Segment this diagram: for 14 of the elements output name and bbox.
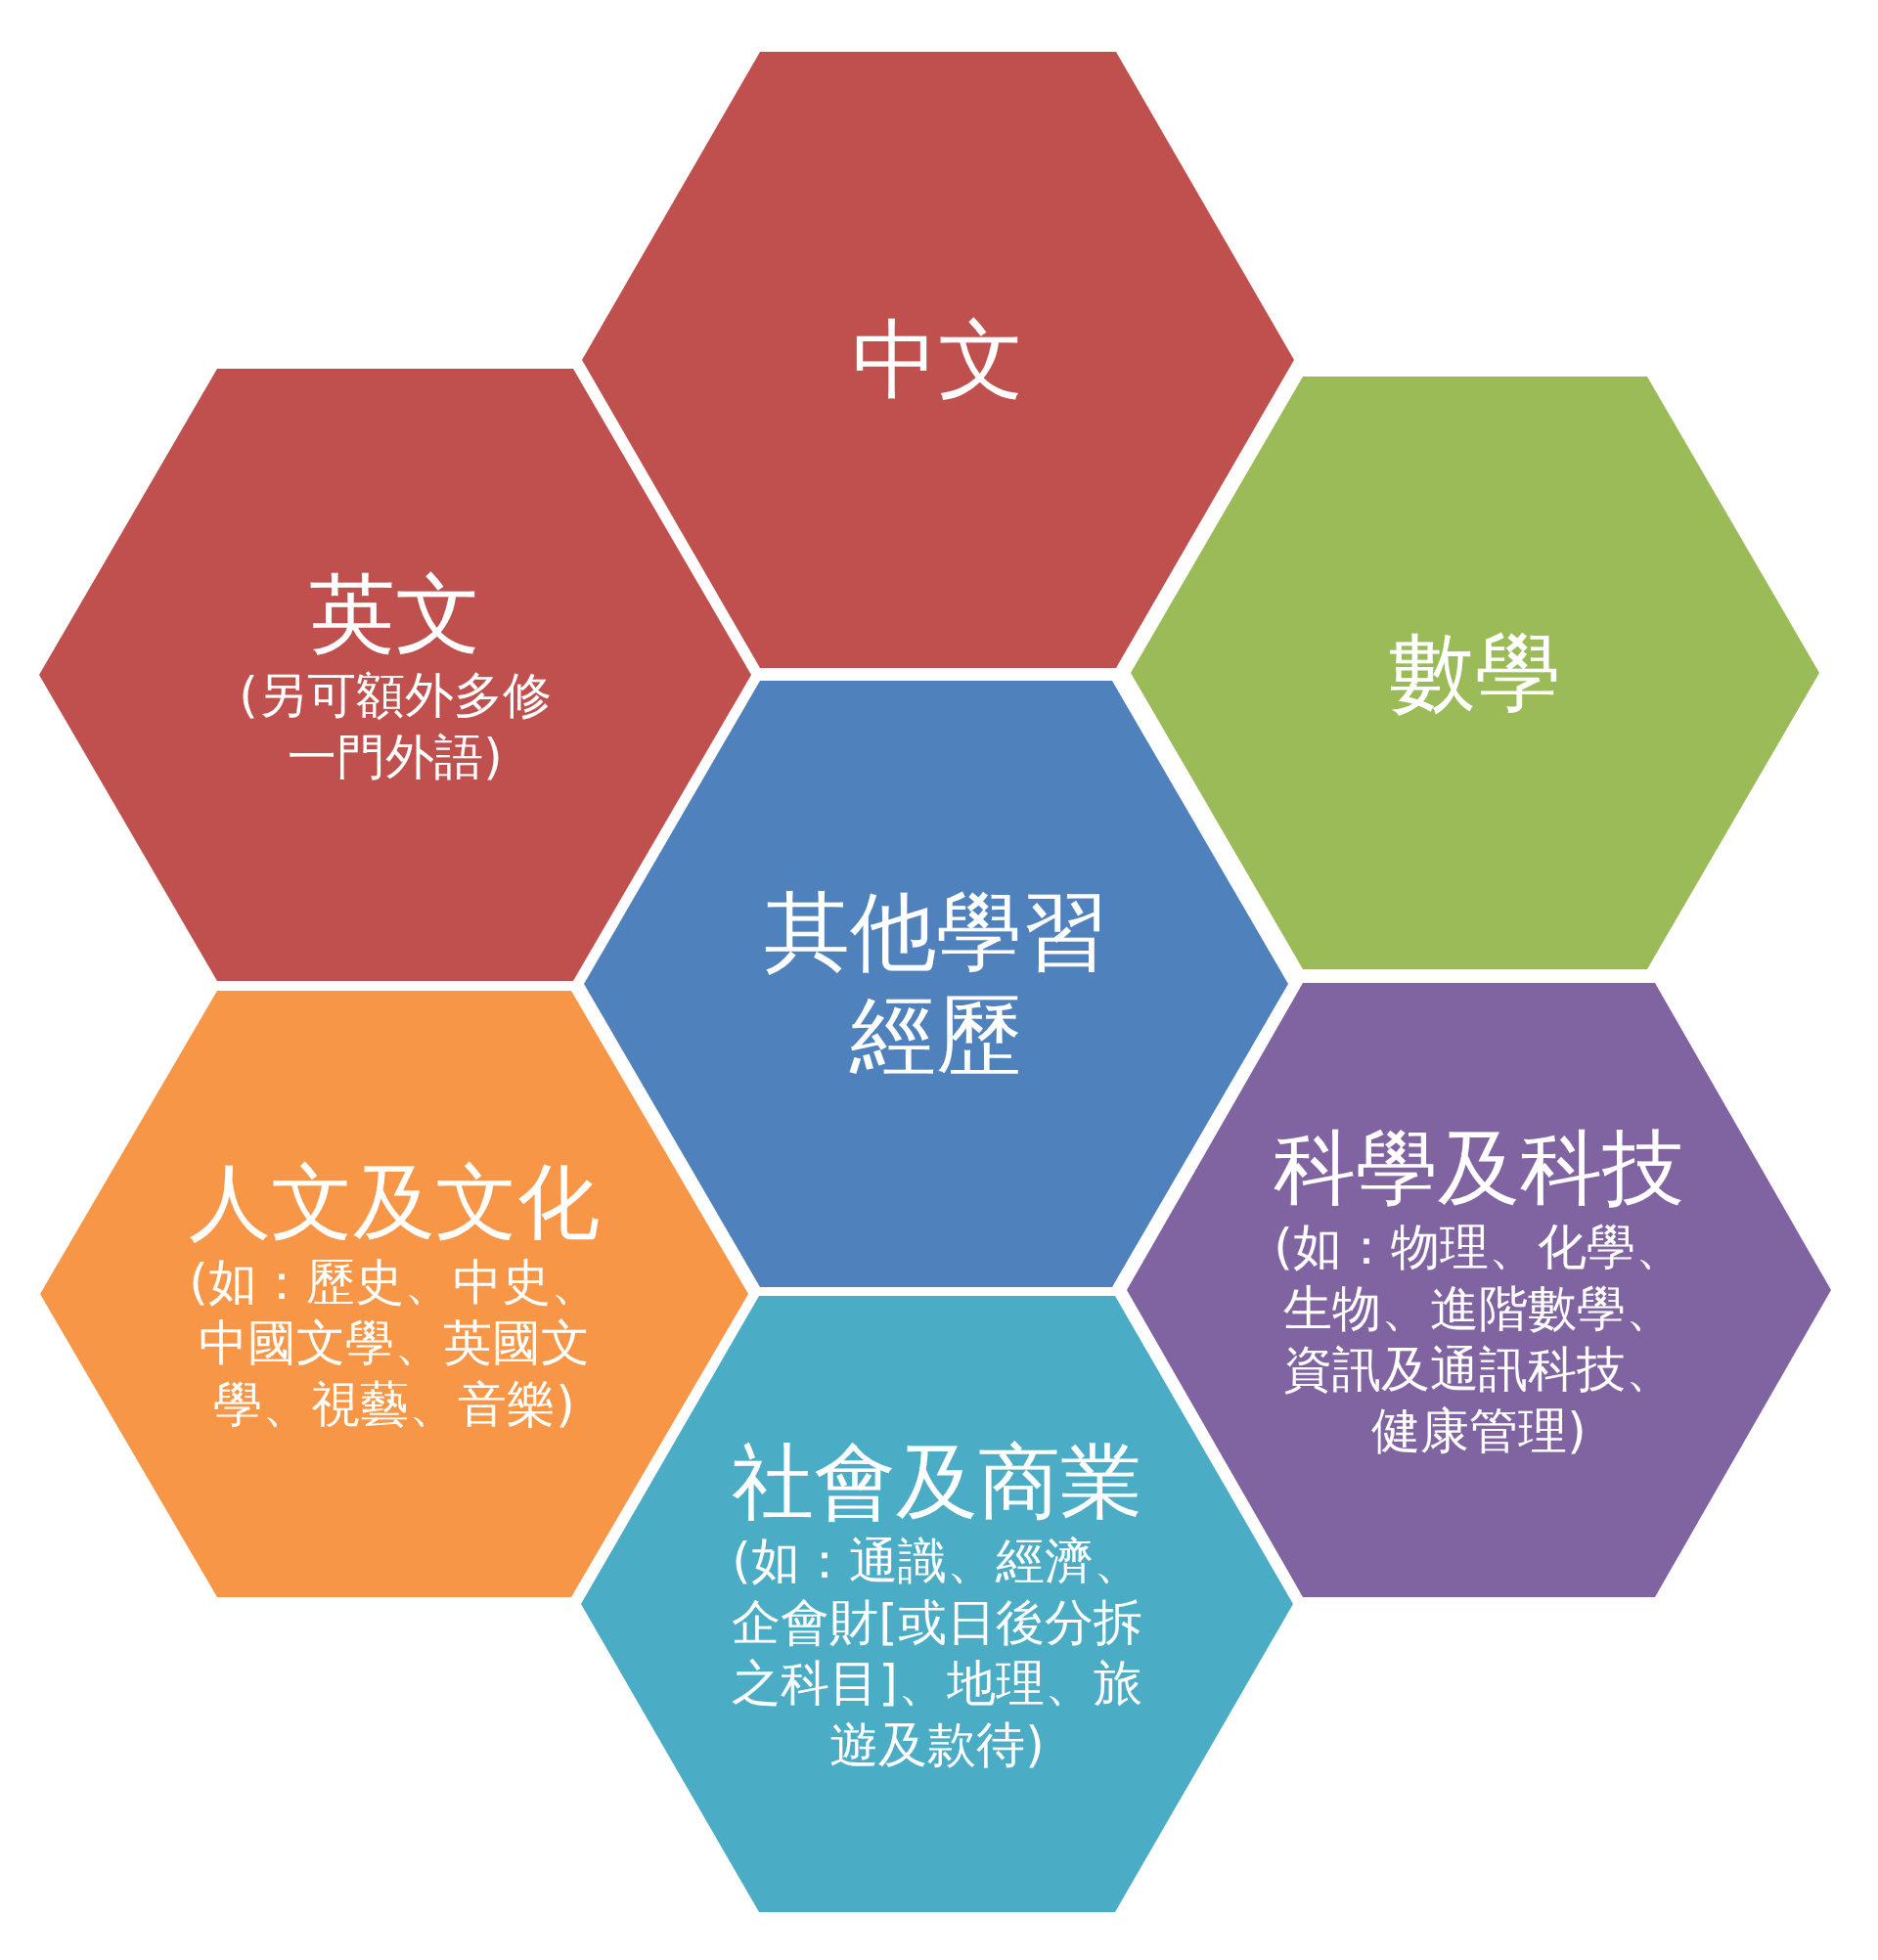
tile-description: (如：歷史、中史、中國文學、英國文學、視藝、音樂) — [188, 1252, 601, 1435]
tile-description: (如：物理、化學、生物、進階數學、資訊及通訊科技、健康管理) — [1273, 1218, 1685, 1461]
hexagon-tile — [39, 369, 751, 981]
tile-heading: 社會及商業 — [732, 1432, 1142, 1532]
tile-heading: 英文 — [309, 561, 481, 666]
tile-heading: 數學 — [1389, 621, 1561, 725]
tile-description: (另可額外多修一門外語) — [238, 666, 553, 787]
tile-heading: 其他學習經歷 — [763, 880, 1109, 1088]
hexagon-tile — [1131, 377, 1819, 969]
tile-heading: 中文 — [852, 308, 1024, 412]
tile-heading: 人文及文化 — [189, 1152, 600, 1252]
tile-description: (如：通識、經濟、企會財[或日後分拆之科目]、地理、旅遊及款待) — [731, 1532, 1143, 1775]
tile-heading: 科學及科技 — [1274, 1118, 1684, 1218]
hexagon-tile — [582, 52, 1294, 668]
